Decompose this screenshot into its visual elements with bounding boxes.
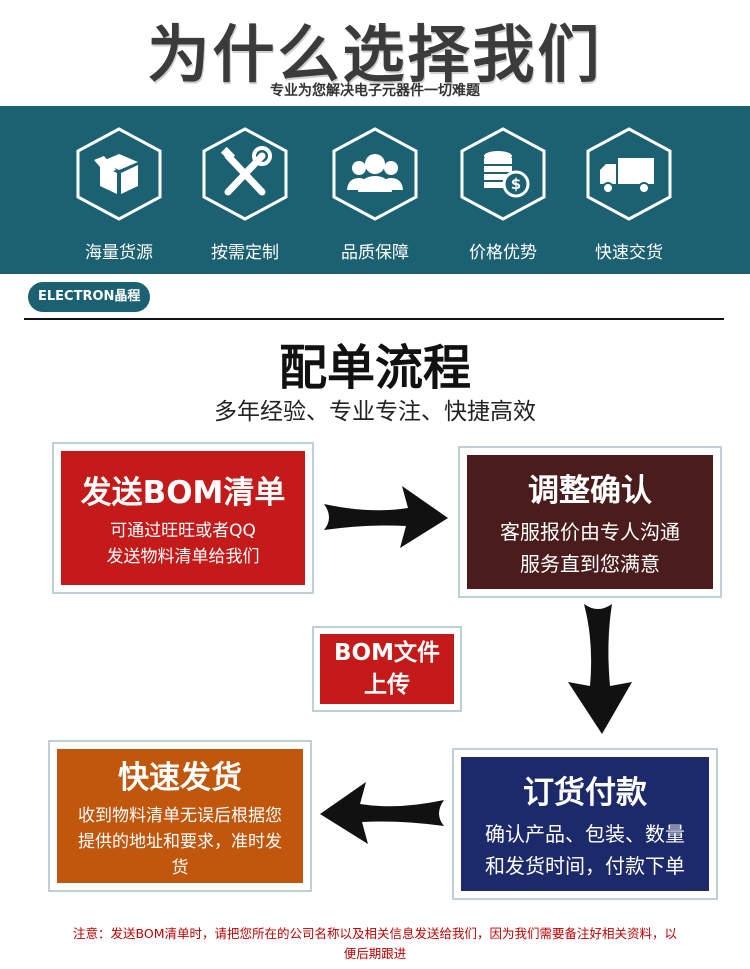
step-pay: 订货付款 确认产品、包装、数量 和发货时间，付款下单 [452,748,718,900]
step-title: 发送BOM清单 [80,474,286,511]
step-desc-line: 收到物料清单无误后根据您 [78,805,282,826]
step-desc-line: 客服报价由专人沟通 [500,519,680,544]
feature-label: 按需定制 [211,243,279,263]
feature-item-quality: 品质保障 [320,126,430,266]
step-title: 快速发货 [118,759,242,796]
step-title: 调整确认 [528,472,652,509]
step-desc-line: 货 [171,857,189,878]
hero-title: 为什么选择我们 [147,18,603,91]
divider [24,318,724,320]
notice-text: 注意：发送BOM清单时，请把您所在的公司名称以及相关信息发送给我们，因为我们需要… [30,924,720,964]
step-title: 订货付款 [523,774,647,811]
notice-line: 便后期跟进 [343,946,407,961]
step-ship: 快速发货 收到物料清单无误后根据您 提供的地址和要求，准时发 货 [48,740,312,892]
tools-icon [202,127,288,221]
box-icon [76,127,162,221]
step-desc-line: 可通过旺旺或者QQ [110,520,256,541]
svg-text:$: $ [511,175,521,193]
users-icon [332,127,418,221]
feature-label: 品质保障 [341,243,409,263]
feature-label: 海量货源 [85,243,153,263]
feature-band: 海量货源 按需定制 品质保障 [0,106,750,274]
step-desc-line: 服务直到您满意 [520,551,660,576]
bom-upload-tag: BOM文件 上传 [312,626,462,712]
coins-icon: $ [460,127,546,221]
feature-label: 价格优势 [469,243,537,263]
arrow-down-icon [568,604,632,734]
step-desc-line: 发送物料清单给我们 [106,546,260,567]
step-desc-line: 和发货时间，付款下单 [485,853,685,878]
step-desc-line: 提供的地址和要求，准时发 [78,831,282,852]
step-confirm: 调整确认 客服报价由专人沟通 服务直到您满意 [458,446,722,598]
brand-tag: ELECTRON晶程 [28,282,151,312]
notice-line: 注意：发送BOM清单时，请把您所在的公司名称以及相关信息发送给我们，因为我们需要… [73,926,677,941]
feature-label: 快速交货 [595,243,663,263]
feature-item-custom: 按需定制 [190,126,300,266]
feature-item-delivery: 快速交货 [574,126,684,266]
feature-item-sourcing: 海量货源 [64,126,174,266]
upload-tag-line: BOM文件 [334,640,440,666]
arrow-right-icon [324,486,448,548]
hero-subtitle: 专业为您解决电子元器件一切难题 [270,83,480,99]
feature-item-price: $ 价格优势 [448,126,558,266]
upload-tag-line: 上传 [364,672,410,698]
flow-subtitle: 多年经验、专业专注、快捷高效 [214,399,536,425]
arrow-left-icon [320,782,444,844]
flow-title: 配单流程 [278,340,471,396]
step-send-bom: 发送BOM清单 可通过旺旺或者QQ 发送物料清单给我们 [52,442,314,594]
truck-icon [586,127,672,221]
step-desc-line: 确认产品、包装、数量 [485,821,685,846]
